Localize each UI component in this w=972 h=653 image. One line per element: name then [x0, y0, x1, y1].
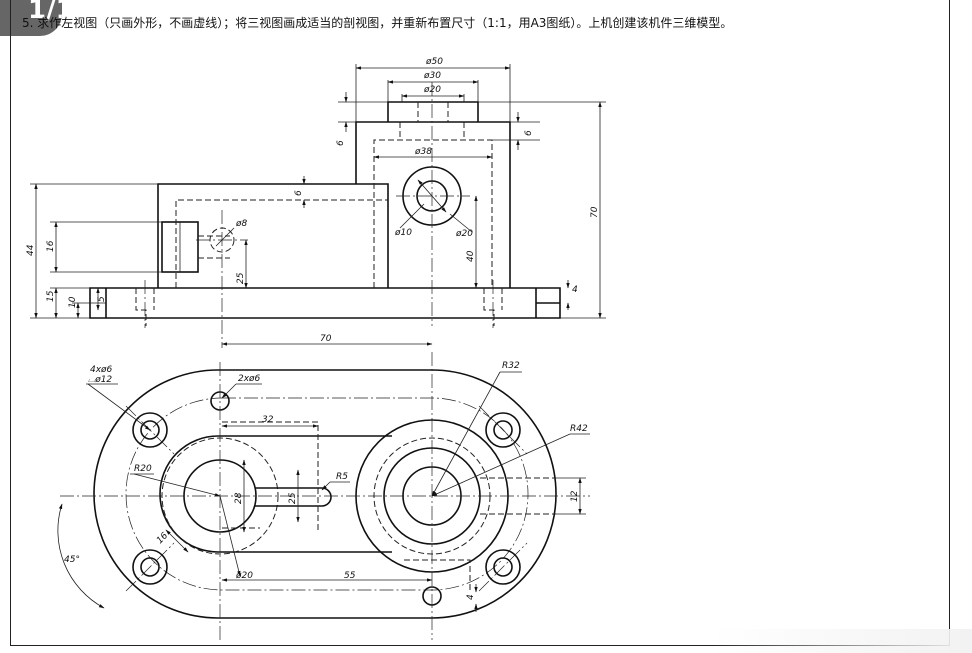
dim-w16: 16	[155, 531, 170, 546]
dim-w12: 12	[570, 490, 580, 502]
dim-holes-2x: 2xø6	[238, 374, 261, 384]
dim-d30: ø30	[423, 71, 441, 81]
dim-angle45: 45°	[64, 555, 80, 565]
top-dimensions	[57, 371, 590, 612]
dim-h10: 10	[68, 296, 78, 308]
top-hidden-bottom-slot	[404, 559, 471, 592]
dim-d20-top: ø20	[423, 85, 441, 95]
top-hole-tr	[493, 420, 513, 440]
page-corner-shadow	[712, 629, 972, 653]
dim-d20-boss: ø20	[455, 229, 473, 239]
drawing-frame	[10, 0, 950, 646]
front-hidden-inner-right	[373, 139, 493, 288]
top-hidden-right-slot	[480, 477, 556, 515]
dim-d50: ø50	[425, 57, 443, 67]
dim-h6-top: 6	[336, 140, 346, 146]
dim-h70: 70	[590, 206, 600, 218]
dim-h16: 16	[46, 240, 56, 252]
top-centerline-hole-tr	[478, 405, 528, 455]
top-hole-bl-cbore	[132, 549, 168, 585]
dim-len55: 55	[344, 571, 356, 581]
top-hole-br	[493, 557, 513, 577]
front-dimensions	[30, 64, 606, 346]
front-base-plate	[89, 287, 561, 319]
dim-h44: 44	[26, 244, 36, 256]
dim-h5: 5	[97, 296, 107, 302]
dim-h6-right: 6	[524, 130, 534, 136]
dim-h4-front: 4	[572, 285, 578, 295]
top-hole-bl	[140, 557, 160, 577]
top-outer-outline	[93, 369, 557, 619]
dim-w25-top: 25	[288, 492, 298, 504]
front-left-body	[157, 183, 389, 288]
dim-w4-top: 4	[466, 594, 476, 600]
top-hidden-slot	[222, 421, 319, 530]
dim-r42: R42	[570, 424, 588, 434]
top-bolt-circle-path	[125, 397, 529, 591]
top-hole-tl-cbore	[132, 412, 168, 448]
dim-w28: 28	[234, 492, 244, 504]
dim-h6-mid: 6	[294, 190, 304, 196]
dim-r20: R20	[134, 464, 152, 474]
top-centerline-hole-br	[478, 542, 528, 592]
dim-h15: 15	[46, 290, 56, 302]
front-right-body	[355, 121, 511, 288]
top-body-outline	[159, 435, 392, 553]
dim-counterbore: ⌴ø12	[88, 375, 112, 385]
front-hidden-inner-left	[175, 199, 388, 288]
front-top-boss	[387, 101, 479, 122]
top-view: 4xø6 ⌴ø12 2xø6 R32 R42 R20 R5 32 28 25 1…	[57, 352, 590, 640]
dim-d10: ø10	[394, 228, 412, 238]
dim-d20-top-view: ø20	[235, 571, 253, 581]
top-hole-tl	[140, 420, 160, 440]
top-hole-tr-cbore	[485, 412, 521, 448]
dim-r5: R5	[336, 472, 348, 482]
dim-len32: 32	[262, 415, 274, 425]
front-view: ø50 ø30 ø20 ø38 ø10 ø20 ø8 6 6 6 70 44 1…	[26, 57, 606, 348]
dim-holes-4x: 4xø6	[90, 365, 113, 375]
exercise-instruction: 5. 求作左视图（只画外形，不画虚线）；将三视图画成适当的剖视图，并重新布置尺寸…	[22, 16, 733, 30]
dim-h40: 40	[466, 250, 476, 262]
dim-len70: 70	[320, 334, 332, 344]
top-hole-br-cbore	[485, 549, 521, 585]
dim-d38: ø38	[414, 147, 432, 157]
dim-h25-front: 25	[236, 272, 246, 284]
front-hidden-base-holes	[135, 288, 503, 326]
dim-d8: ø8	[235, 219, 248, 229]
dim-r32: R32	[502, 361, 520, 371]
